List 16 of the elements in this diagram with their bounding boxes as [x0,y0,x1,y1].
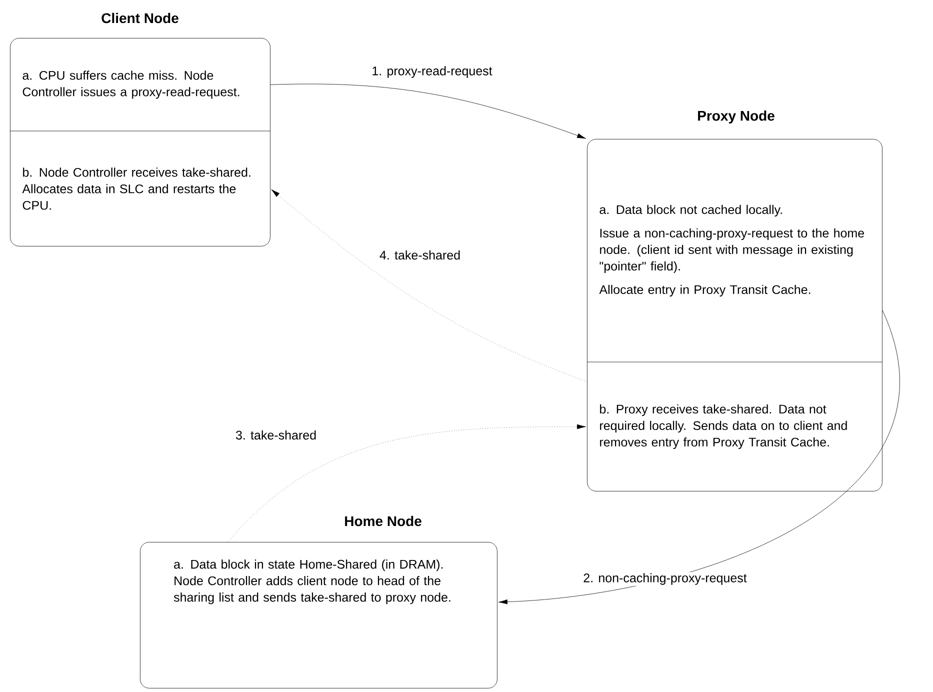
section-text: b. Proxy receives take-shared. Data not required locally. Sends data on to client and removes entry from Proxy Transit Cache. [600,404,847,450]
arrow [270,84,586,139]
node-heading: Proxy Node [698,110,774,124]
section-text: a. CPU suffers cache miss. Node Controller issues a proxy-read-request. [22,70,240,99]
node-heading: Client Node [102,12,178,24]
edge-label: 3. take-shared [234,429,318,441]
arrow [228,424,586,542]
node-heading: Home Node [345,516,422,526]
arrow [271,189,588,382]
arrow [498,310,900,604]
edge-label: 4. take-shared [378,249,462,261]
section-text: b. Node Controller receives take-shared. Allocates data in SLC and restarts the CPU. [22,168,250,210]
edge-label: 2. non-caching-proxy-request [582,572,748,586]
node-box: a. Data block in state Home-Shared (in DRAM). Node Controller adds client node to head of the sharing list and sends take-shared to proxy node. [140,542,498,688]
edge-label: 1. proxy-read-request [370,65,494,79]
section-text: a. Data block not cached locally. Issue a non-caching-proxy-request to the home node. (client id sent with message in existing "pointer" field). Allocate entry in Proxy Transit Cache. [599,204,864,296]
